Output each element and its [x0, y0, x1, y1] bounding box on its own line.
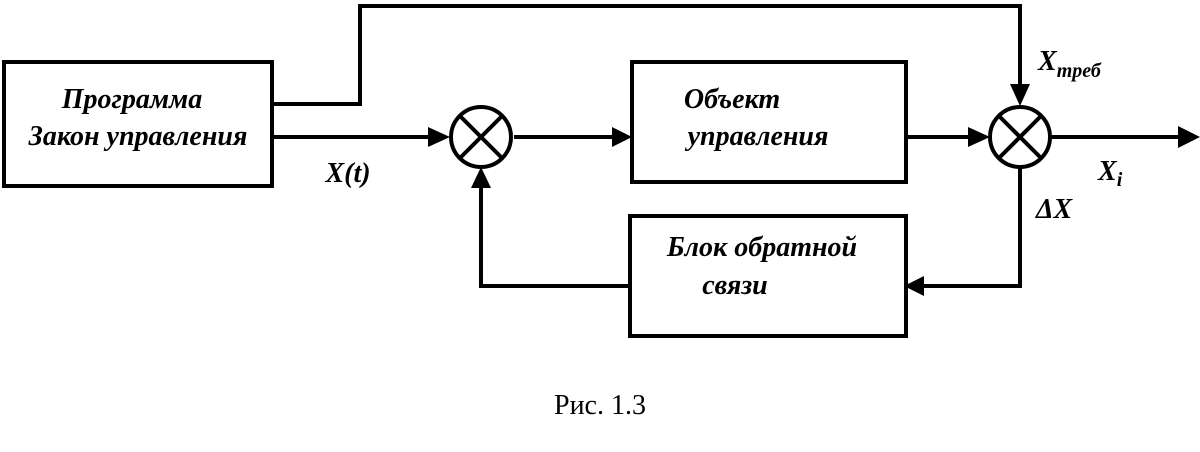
program-label-line2: Закон управления [28, 121, 248, 152]
input-summing-junction [449, 105, 513, 169]
program-block [2, 60, 274, 188]
arrowhead-into-feedback [904, 276, 924, 296]
signal-label-x-t: X(t) [324, 158, 370, 189]
arrowhead-into-input-sum [428, 127, 450, 147]
signal-label-x-required-main: X [1037, 46, 1058, 77]
signal-label-x-i: Xi [1097, 156, 1123, 191]
arrowhead-into-object [612, 127, 632, 147]
program-label-line1: Программа [61, 84, 202, 115]
arrowhead-into-output-sum [968, 127, 990, 147]
feedback-block [628, 214, 908, 338]
output-summing-junction [988, 105, 1052, 169]
object-block [630, 60, 908, 184]
signal-label-x-required: Xтреб [1037, 46, 1102, 82]
wire-feedback-to-input-sum [479, 184, 630, 288]
arrowhead-reference-into-output-sum [1010, 84, 1030, 106]
object-label-line1: Объект [684, 84, 780, 115]
wire-error-to-feedback [920, 166, 1022, 288]
figure-caption: Рис. 1.3 [554, 390, 646, 421]
feedback-label-line2: связи [702, 270, 768, 301]
feedback-label-line1: Блок обратной [666, 232, 857, 263]
signal-label-delta-x: ΔX [1035, 194, 1074, 225]
object-label-line2: управления [685, 121, 829, 152]
wire-program-to-reference [272, 4, 1022, 106]
signal-label-x-required-sub: треб [1057, 60, 1102, 82]
signal-label-x-i-sub: i [1117, 169, 1123, 191]
arrowhead-output [1178, 126, 1200, 148]
arrowhead-feedback-into-input-sum [471, 167, 491, 188]
signal-label-x-i-main: X [1097, 156, 1118, 187]
